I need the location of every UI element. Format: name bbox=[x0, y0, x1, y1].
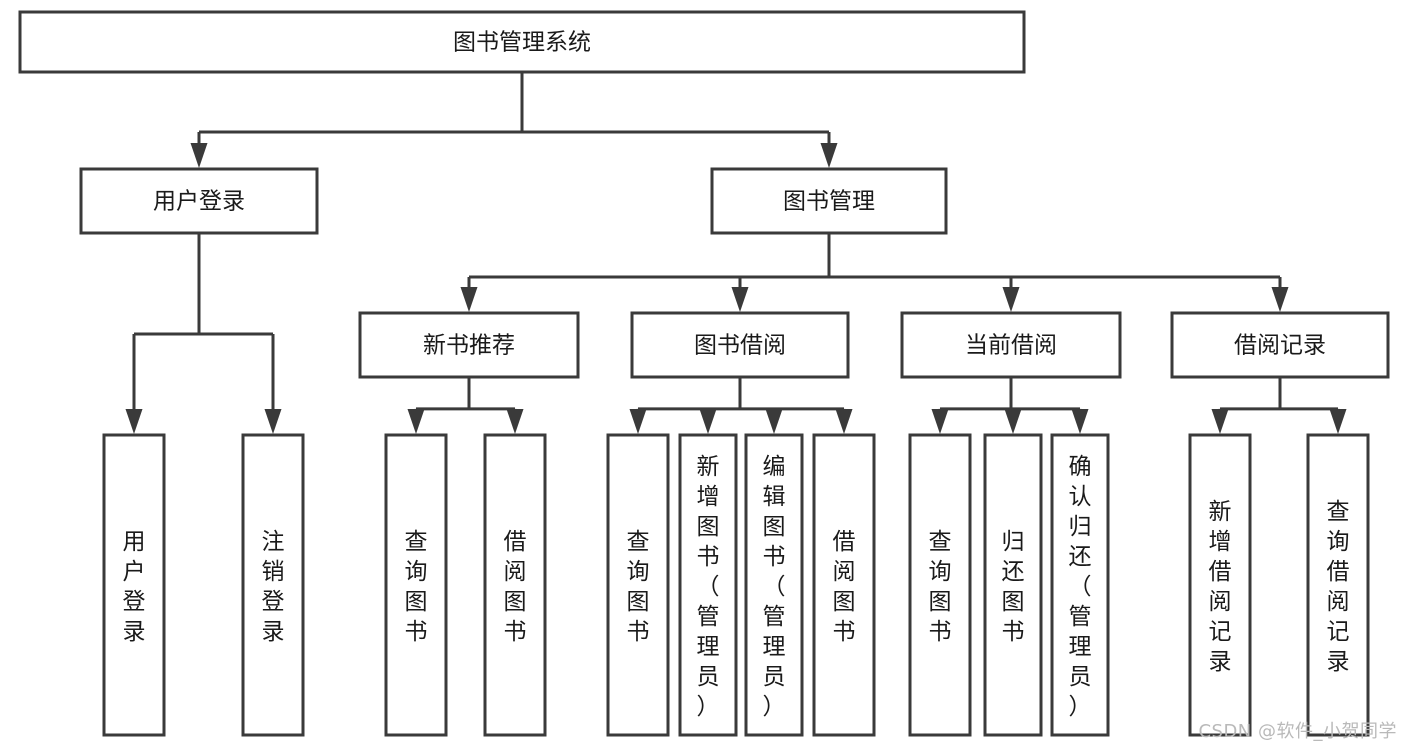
arrow-head-icon bbox=[765, 409, 783, 434]
node-leaf-query-book-2[interactable]: 查询图书 bbox=[606, 433, 670, 737]
node-box bbox=[1050, 433, 1110, 737]
node-box bbox=[744, 433, 804, 737]
node-label: 新书推荐 bbox=[423, 333, 515, 359]
node-box bbox=[241, 433, 305, 737]
arrow-head-icon bbox=[931, 409, 949, 434]
node-leaf-logout[interactable]: 注销登录 bbox=[241, 433, 305, 737]
arrow-head-icon bbox=[731, 287, 749, 312]
arrow-head-icon bbox=[1071, 409, 1089, 434]
arrow-head-icon bbox=[699, 409, 717, 434]
arrow-head-icon bbox=[1211, 409, 1229, 434]
arrow-head-icon bbox=[1329, 409, 1347, 434]
node-label: 图书管理系统 bbox=[453, 30, 591, 56]
node-leaf-add-book[interactable]: 新增图书（管理员） bbox=[678, 433, 738, 737]
arrow-head-icon bbox=[190, 143, 208, 168]
arrow-head-icon bbox=[1271, 287, 1289, 312]
node-box bbox=[1170, 311, 1390, 379]
node-box bbox=[18, 10, 1026, 74]
arrow-head-icon bbox=[460, 287, 478, 312]
node-box bbox=[483, 433, 547, 737]
node-box bbox=[678, 433, 738, 737]
node-box bbox=[1306, 433, 1370, 737]
node-box bbox=[606, 433, 670, 737]
node-label: 用户登录 bbox=[153, 189, 245, 215]
node-leaf-borrow-book-2[interactable]: 借阅图书 bbox=[812, 433, 876, 737]
node-box bbox=[102, 433, 166, 737]
node-label: 查询图书 bbox=[929, 529, 952, 645]
node-box bbox=[908, 433, 972, 737]
arrow-head-icon bbox=[125, 409, 143, 434]
node-label: 新增图书（管理员） bbox=[697, 454, 720, 720]
node-box bbox=[983, 433, 1043, 737]
arrow-head-icon bbox=[1002, 287, 1020, 312]
node-label: 借阅记录 bbox=[1234, 333, 1326, 359]
node-box bbox=[630, 311, 850, 379]
node-leaf-add-record[interactable]: 新增借阅记录 bbox=[1188, 433, 1252, 737]
node-label: 用户登录 bbox=[123, 529, 146, 645]
node-leaf-user-login[interactable]: 用户登录 bbox=[102, 433, 166, 737]
node-leaf-edit-book[interactable]: 编辑图书（管理员） bbox=[744, 433, 804, 737]
node-label: 查询图书 bbox=[627, 529, 650, 645]
edges-layer bbox=[125, 72, 1347, 434]
node-box bbox=[79, 167, 319, 235]
arrow-head-icon bbox=[1004, 409, 1022, 434]
node-book-manage[interactable]: 图书管理 bbox=[710, 167, 948, 235]
arrow-head-icon bbox=[835, 409, 853, 434]
arrow-head-icon bbox=[407, 409, 425, 434]
node-leaf-query-book-1[interactable]: 查询图书 bbox=[384, 433, 448, 737]
node-box bbox=[812, 433, 876, 737]
node-box bbox=[710, 167, 948, 235]
node-leaf-confirm-return[interactable]: 确认归还（管理员） bbox=[1050, 433, 1110, 737]
node-label: 图书管理 bbox=[783, 189, 875, 215]
node-box bbox=[358, 311, 580, 379]
node-label: 查询图书 bbox=[405, 529, 428, 645]
node-label: 编辑图书（管理员） bbox=[763, 454, 786, 720]
arrow-head-icon bbox=[629, 409, 647, 434]
arrow-head-icon bbox=[506, 409, 524, 434]
node-label: 新增借阅记录 bbox=[1209, 499, 1232, 675]
node-leaf-return-book[interactable]: 归还图书 bbox=[983, 433, 1043, 737]
node-leaf-borrow-book-1[interactable]: 借阅图书 bbox=[483, 433, 547, 737]
node-book-borrow[interactable]: 图书借阅 bbox=[630, 311, 850, 379]
node-box bbox=[1188, 433, 1252, 737]
node-label: 确认归还（管理员） bbox=[1069, 454, 1092, 720]
node-label: 归还图书 bbox=[1002, 529, 1025, 645]
node-leaf-query-book-3[interactable]: 查询图书 bbox=[908, 433, 972, 737]
node-user-login[interactable]: 用户登录 bbox=[79, 167, 319, 235]
arrow-head-icon bbox=[264, 409, 282, 434]
node-label: 注销登录 bbox=[262, 529, 285, 645]
node-new-book-rec[interactable]: 新书推荐 bbox=[358, 311, 580, 379]
node-label: 借阅图书 bbox=[504, 529, 527, 645]
node-leaf-query-record[interactable]: 查询借阅记录 bbox=[1306, 433, 1370, 737]
node-borrow-record[interactable]: 借阅记录 bbox=[1170, 311, 1390, 379]
node-label: 当前借阅 bbox=[965, 333, 1057, 359]
csdn-watermark: CSDN @软件_小贺同学 bbox=[1198, 721, 1397, 742]
node-current-borrow[interactable]: 当前借阅 bbox=[900, 311, 1122, 379]
node-root[interactable]: 图书管理系统 bbox=[18, 10, 1026, 74]
node-box bbox=[900, 311, 1122, 379]
node-label: 图书借阅 bbox=[694, 333, 786, 359]
arrow-head-icon bbox=[820, 143, 838, 168]
node-label: 查询借阅记录 bbox=[1327, 499, 1350, 675]
nodes-layer: 图书管理系统用户登录图书管理新书推荐图书借阅当前借阅借阅记录用户登录注销登录查询… bbox=[18, 10, 1390, 737]
node-box bbox=[384, 433, 448, 737]
node-label: 借阅图书 bbox=[833, 529, 856, 645]
